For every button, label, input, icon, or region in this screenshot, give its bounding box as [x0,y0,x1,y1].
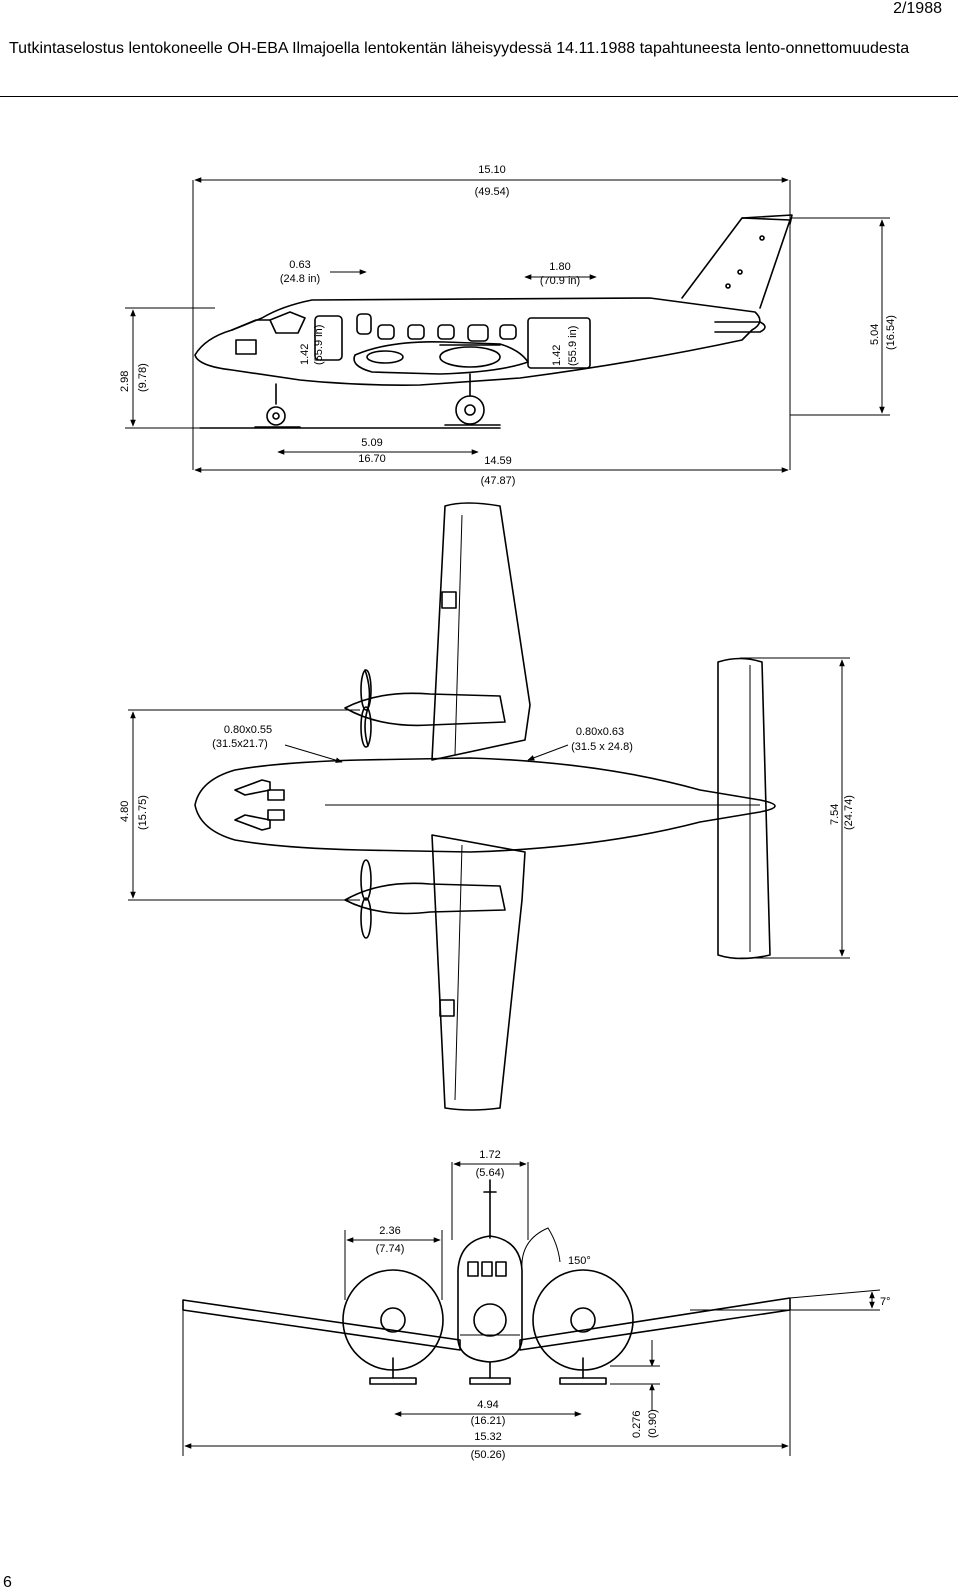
front-span-ft: (50.26) [471,1449,506,1461]
top-view: 0.80x0.55 (31.5x21.7) 0.80x0.63 (31.5 x … [119,502,855,1111]
side-view: 15.10 (49.54) 14.59 (47.87) 5.09 16.70 0… [119,164,897,487]
front-dihedral: 7° [880,1296,891,1308]
side-height-right-ft: (16.54) [885,315,897,350]
top-window-left: 0.80x0.55 [224,724,272,736]
top-tail-span: 7.54 [829,804,841,825]
top-tail-span-ft: (24.74) [843,795,855,830]
side-overall-length: 15.10 [478,164,506,176]
front-clearance: 0.276 [631,1410,643,1438]
document-title: Tutkintaselostus lentokoneelle OH-EBA Il… [9,40,910,57]
side-door-width: 0.63 [289,259,310,271]
front-fin-width: 1.72 [479,1149,500,1161]
front-view: 1.72 (5.64) 2.36 (7.74) 150° 7° 4.94 (16… [182,1149,891,1461]
front-track-ft: (16.21) [471,1415,506,1427]
front-track: 4.94 [477,1399,498,1411]
side-fuselage-length-ft: (47.87) [481,475,516,487]
side-cabin-door-width: 1.80 [549,261,570,273]
side-door-height: 1.42 [551,345,563,366]
side-wheelbase: 5.09 [361,437,382,449]
top-window-right-in: (31.5 x 24.8) [571,741,633,753]
top-window-left-in: (31.5x21.7) [212,738,268,750]
front-prop-dia-ft: (7.74) [376,1243,405,1255]
top-prop-span: 4.80 [119,801,131,822]
side-height-left-ft: (9.78) [137,363,149,392]
side-wheelbase-ft: 16.70 [358,453,386,465]
side-height-right: 5.04 [869,324,881,345]
side-height-left: 2.98 [119,371,131,392]
top-window-right: 0.80x0.63 [576,726,624,738]
header-divider [0,96,958,97]
front-clearance-ft: (0.90) [647,1409,659,1438]
side-fuselage-length: 14.59 [484,455,512,467]
front-fin-width-ft: (5.64) [476,1167,505,1179]
document-reference: 2/1988 [893,0,942,17]
side-fwd-door-height-in: (55.9 in) [313,325,325,365]
side-door-height-in: (55.9 in) [567,326,579,366]
front-prop-dia: 2.36 [379,1225,400,1237]
top-prop-span-ft: (15.75) [137,795,149,830]
front-door-angle: 150° [568,1255,591,1267]
front-span: 15.32 [474,1431,502,1443]
side-overall-length-ft: (49.54) [475,186,510,198]
page-number: 6 [3,1574,12,1591]
side-door-width-in: (24.8 in) [280,273,320,285]
side-fwd-door-height: 1.42 [299,344,311,365]
